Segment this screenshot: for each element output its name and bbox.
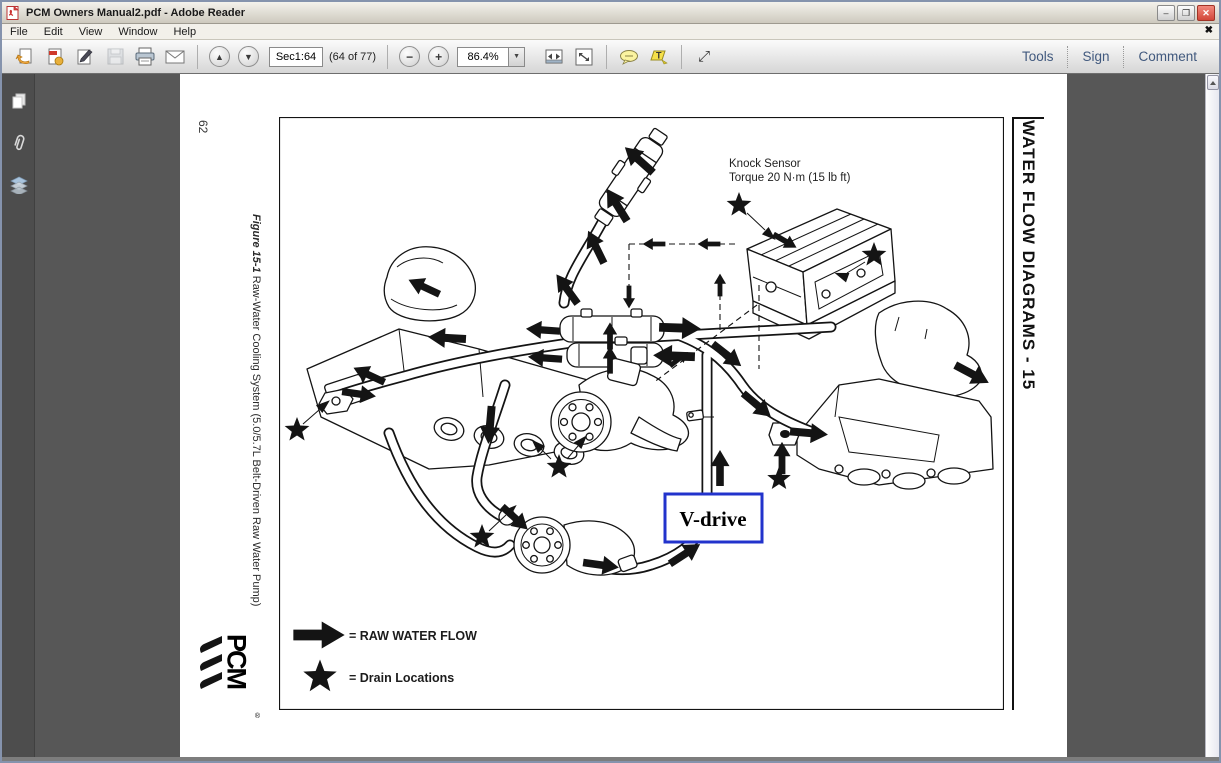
chevron-up-icon bbox=[1209, 80, 1216, 85]
menu-file[interactable]: File bbox=[10, 25, 28, 38]
comment-panel-button[interactable]: Comment bbox=[1138, 49, 1197, 64]
svg-text:T: T bbox=[656, 50, 662, 60]
title-bar: PCM Owners Manual2.pdf - Adobe Reader – … bbox=[2, 2, 1219, 24]
page-thumbnails-icon[interactable] bbox=[2, 86, 35, 116]
knock-sensor-label-line2: Torque 20 N·m (15 lb ft) bbox=[729, 172, 851, 184]
toolbar-separator bbox=[606, 44, 608, 69]
toolbar-panels: Tools Sign Comment bbox=[1008, 40, 1211, 73]
legend-drain-label: = Drain Locations bbox=[349, 671, 454, 685]
fullscreen-icon[interactable]: ⤢ bbox=[698, 48, 711, 65]
attachments-icon[interactable] bbox=[2, 128, 35, 158]
menu-view[interactable]: View bbox=[78, 25, 103, 38]
section-header: WATER FLOW DIAGRAMS - 15 bbox=[1019, 120, 1038, 391]
toolbar: ▲ ▼ (64 of 77) − + 86.4% ▼ bbox=[2, 40, 1219, 74]
figure-caption-number: Figure 15-1 bbox=[250, 214, 262, 273]
pcm-logo-text: PCM bbox=[221, 634, 252, 688]
toolbar-separator bbox=[681, 44, 683, 69]
hide-toolbars-icon[interactable]: ✖ bbox=[1204, 25, 1213, 36]
next-page-button[interactable]: ▼ bbox=[238, 46, 259, 67]
toolbar-dotted-separator bbox=[1123, 45, 1125, 68]
sign-document-icon[interactable] bbox=[73, 46, 97, 68]
tools-panel-button[interactable]: Tools bbox=[1021, 49, 1054, 64]
save-icon[interactable] bbox=[103, 46, 127, 68]
window-title: PCM Owners Manual2.pdf - Adobe Reader bbox=[26, 6, 246, 19]
toolbar-separator bbox=[387, 44, 389, 69]
zoom-out-button[interactable]: − bbox=[399, 46, 421, 67]
figure-caption: Figure 15-1 Raw-Water Cooling System (5.… bbox=[250, 214, 262, 694]
page-number-input[interactable] bbox=[269, 46, 323, 67]
legend-star-symbol bbox=[303, 659, 337, 692]
diagram-border bbox=[279, 117, 1004, 710]
restore-button[interactable]: ❐ bbox=[1177, 4, 1195, 21]
fit-page-icon[interactable] bbox=[572, 46, 596, 68]
minimize-button[interactable]: – bbox=[1157, 4, 1175, 21]
comment-bubble-icon[interactable] bbox=[617, 46, 641, 68]
menu-bar: File Edit View Window Help ✖ bbox=[2, 24, 1219, 40]
circulating-pump bbox=[550, 357, 690, 453]
pcm-logo: PCM ® bbox=[198, 634, 262, 720]
v-drive-annotation: V-drive bbox=[663, 492, 764, 544]
menu-window[interactable]: Window bbox=[118, 25, 158, 38]
zoom-in-button[interactable]: + bbox=[428, 46, 450, 67]
section-divider-line bbox=[1012, 117, 1014, 710]
create-pdf-icon[interactable] bbox=[43, 46, 67, 68]
pdf-app-icon bbox=[6, 5, 20, 20]
previous-page-button[interactable]: ▲ bbox=[209, 46, 230, 67]
cooling-system-diagram: Knock Sensor Torque 20 N·m (15 lb ft) V-… bbox=[279, 117, 1004, 710]
print-icon[interactable] bbox=[133, 46, 157, 68]
navigation-pane bbox=[2, 74, 35, 759]
legend-flow-label: = RAW WATER FLOW bbox=[349, 629, 477, 643]
page-number-printed: 62 bbox=[196, 120, 210, 134]
legend: = RAW WATER FLOW = Drain Locations bbox=[293, 621, 477, 692]
page-count-label: (64 of 77) bbox=[329, 50, 377, 63]
toolbar-dotted-separator bbox=[1067, 45, 1069, 68]
close-button[interactable]: ✕ bbox=[1197, 4, 1215, 21]
fit-width-icon[interactable] bbox=[542, 46, 566, 68]
vertical-scrollbar[interactable] bbox=[1205, 74, 1219, 759]
section-divider-tick bbox=[1012, 117, 1044, 119]
legend-arrow-symbol bbox=[293, 621, 345, 649]
pcm-logo-registered-mark: ® bbox=[254, 713, 260, 720]
zoom-level-value[interactable]: 86.4% bbox=[457, 46, 510, 67]
menu-edit[interactable]: Edit bbox=[43, 25, 63, 38]
starboard-exhaust-manifold bbox=[768, 300, 994, 490]
raw-water-hoses bbox=[331, 211, 837, 575]
zoom-dropdown-icon[interactable]: ▼ bbox=[509, 46, 526, 67]
zoom-level-combo[interactable]: 86.4% ▼ bbox=[457, 46, 526, 67]
pdf-page[interactable]: 62 Figure 15-1 Raw-Water Cooling System … bbox=[180, 74, 1067, 759]
pcm-logo-flags bbox=[200, 636, 222, 689]
toolbar-separator bbox=[197, 44, 198, 69]
menu-help[interactable]: Help bbox=[173, 25, 197, 38]
scroll-up-button[interactable] bbox=[1206, 75, 1219, 90]
window-bottom-edge bbox=[2, 757, 1219, 761]
layers-icon[interactable] bbox=[2, 170, 35, 200]
figure-caption-text: Raw-Water Cooling System (5.0/5.7L Belt-… bbox=[250, 272, 262, 607]
email-icon[interactable] bbox=[163, 46, 187, 68]
highlight-text-icon[interactable]: T bbox=[647, 46, 671, 68]
sign-panel-button[interactable]: Sign bbox=[1082, 49, 1110, 64]
v-drive-label: V-drive bbox=[679, 507, 746, 531]
open-document-icon[interactable] bbox=[13, 46, 37, 68]
drain-location-stars bbox=[284, 192, 887, 548]
knock-sensor-label-line1: Knock Sensor bbox=[729, 158, 801, 170]
inline-check-valve bbox=[594, 127, 668, 227]
